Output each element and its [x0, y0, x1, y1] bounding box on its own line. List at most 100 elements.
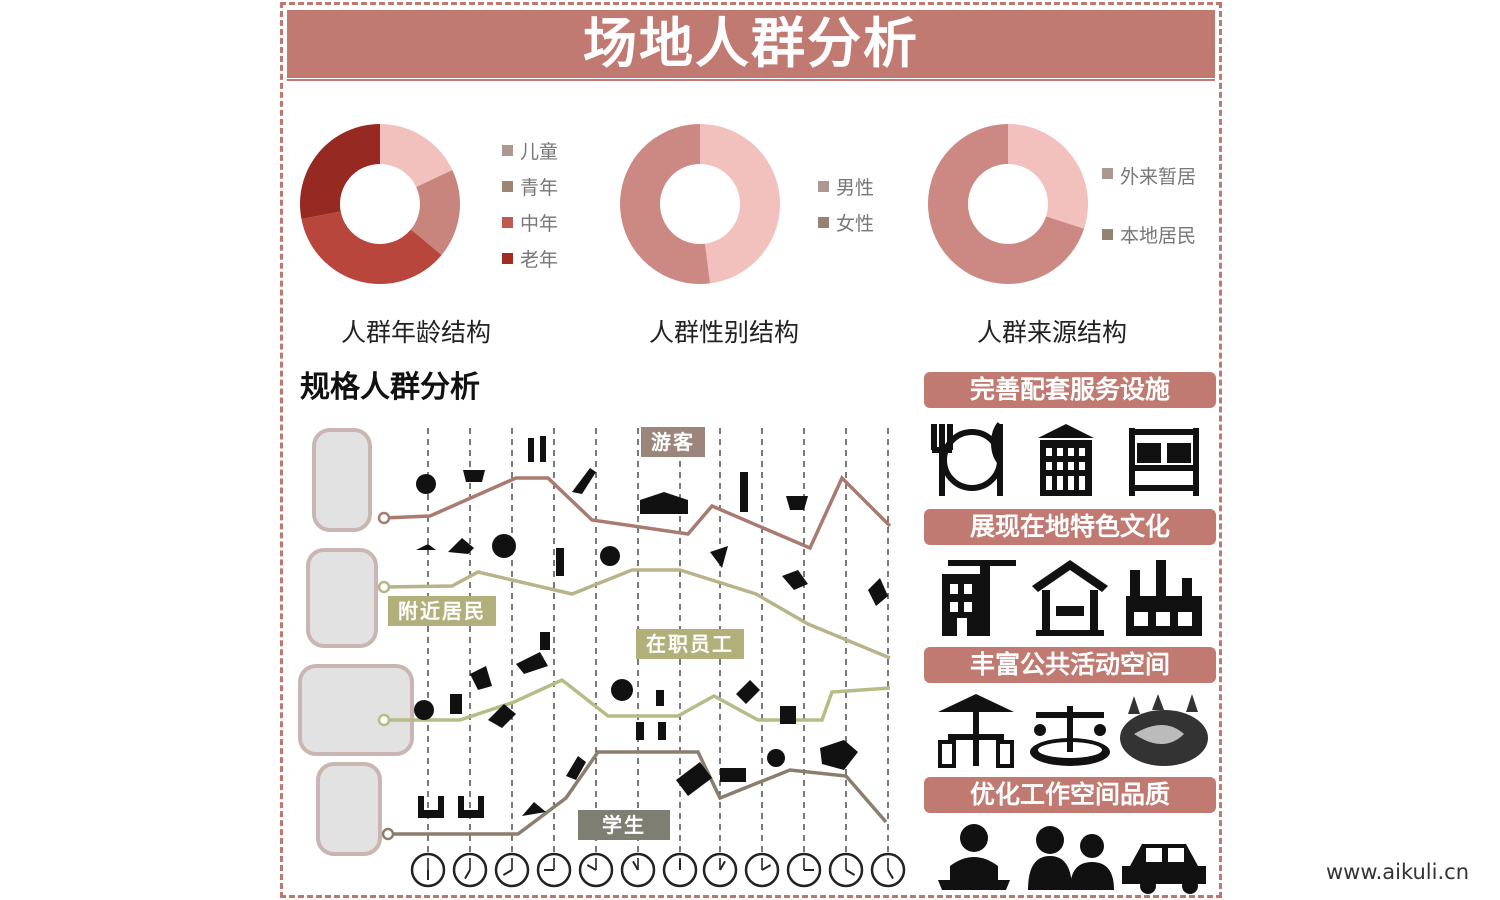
crane-building-icon [942, 560, 1016, 636]
analysis-title: 规格人群分析 [300, 370, 480, 405]
legend-item: 老年 [502, 240, 558, 276]
public-space-icons [938, 694, 1208, 768]
tag-resident: 附近居民 [388, 596, 496, 626]
banner-service-facilities: 完善配套服务设施 [924, 372, 1216, 408]
activity-icon [416, 544, 436, 550]
activity-icon [820, 740, 858, 770]
legend-label: 女性 [836, 212, 875, 235]
activity-icon [640, 492, 688, 514]
activity-icon [786, 496, 808, 510]
legend-item: 本地居民 [1102, 216, 1196, 252]
building-icon [1038, 424, 1094, 496]
workspace-icons [938, 824, 1206, 894]
service-icons [931, 422, 1199, 496]
legend-item: 青年 [502, 168, 558, 204]
legend-label: 儿童 [520, 140, 559, 163]
title-bar: 场地人群分析 [287, 10, 1215, 78]
donut-slice [301, 211, 442, 284]
legend-label: 中年 [520, 212, 559, 235]
donut-caption-gender: 人群性别结构 [648, 318, 799, 347]
tag-tourist: 游客 [641, 427, 705, 457]
park-icon [1120, 694, 1208, 766]
legend-gender: 男性 女性 [818, 168, 874, 240]
legend-item: 儿童 [502, 132, 558, 168]
watermark: www.aikuli.cn [1326, 860, 1470, 884]
line-start-dot [377, 713, 391, 727]
activity-icon [516, 652, 548, 674]
legend-item: 男性 [818, 168, 874, 204]
activity-icon [600, 546, 620, 566]
activity-icon [656, 690, 664, 706]
legend-age: 儿童 青年 中年 老年 [502, 132, 558, 276]
clock-icon [662, 852, 698, 888]
legend-item: 外来暂居 [1102, 156, 1196, 216]
crowd-line [388, 750, 888, 836]
page-title: 场地人群分析 [583, 12, 919, 75]
activity-icon [540, 436, 546, 462]
activity-icon [448, 538, 474, 554]
activity-icon [492, 534, 516, 558]
car-icon [1122, 844, 1206, 894]
line-start-dot [381, 827, 395, 841]
clock-icon [536, 852, 572, 888]
activity-icon [488, 704, 516, 728]
activity-icon [676, 762, 712, 796]
banner-public-space: 丰富公共活动空间 [924, 647, 1216, 683]
carousel-icon [1030, 706, 1110, 766]
clock-icon [620, 852, 656, 888]
legend-label: 外来暂居 [1120, 166, 1197, 188]
clock-icon [494, 852, 530, 888]
activity-icon [458, 796, 484, 818]
activity-icon [528, 438, 534, 462]
activity-icon [868, 578, 888, 606]
crowd-line [383, 474, 892, 551]
clock-icon [786, 852, 822, 888]
activity-icon [522, 802, 546, 816]
pavilion-icon [1032, 560, 1108, 636]
legend-source: 外来暂居 本地居民 [1102, 156, 1196, 252]
activity-icon [540, 632, 550, 650]
activity-icon [463, 470, 485, 482]
legend-swatch [1102, 228, 1113, 240]
dining-icon [931, 422, 1003, 496]
activity-icon [710, 546, 728, 568]
donut-slice [410, 169, 461, 255]
line-start-dot [377, 511, 391, 525]
legend-swatch [818, 180, 829, 192]
activity-icon [782, 570, 808, 590]
donut-slice [927, 124, 1085, 284]
activity-icon [611, 679, 633, 701]
group-icon [1028, 826, 1114, 890]
crowd-line [384, 677, 891, 722]
legend-label: 老年 [520, 248, 559, 271]
title-underline [287, 79, 1215, 81]
activity-icon [414, 700, 434, 720]
donut-slice [620, 124, 711, 284]
legend-item: 中年 [502, 204, 558, 240]
activity-icon [416, 474, 436, 494]
activity-icon [720, 768, 746, 782]
activity-icon [658, 722, 666, 740]
activity-icon [740, 472, 748, 512]
legend-swatch [502, 180, 513, 192]
legend-swatch [502, 216, 513, 228]
tourist-photo [312, 428, 372, 532]
activity-icon [736, 680, 760, 704]
student-photo [316, 762, 382, 856]
activity-icon [556, 548, 564, 576]
clock-icon [744, 852, 780, 888]
donut-slice [700, 124, 781, 284]
bed-icon [1129, 428, 1199, 496]
line-start-dot [377, 580, 391, 594]
resident-photo [306, 548, 378, 648]
clock-icon [828, 852, 864, 888]
donut-caption-age: 人群年龄结构 [340, 318, 491, 347]
activity-icon [418, 796, 444, 818]
clock-icon [578, 852, 614, 888]
donut-slice [1008, 124, 1088, 229]
banner-local-culture: 展现在地特色文化 [924, 509, 1216, 545]
legend-swatch [502, 144, 513, 156]
activity-icon [780, 706, 796, 724]
